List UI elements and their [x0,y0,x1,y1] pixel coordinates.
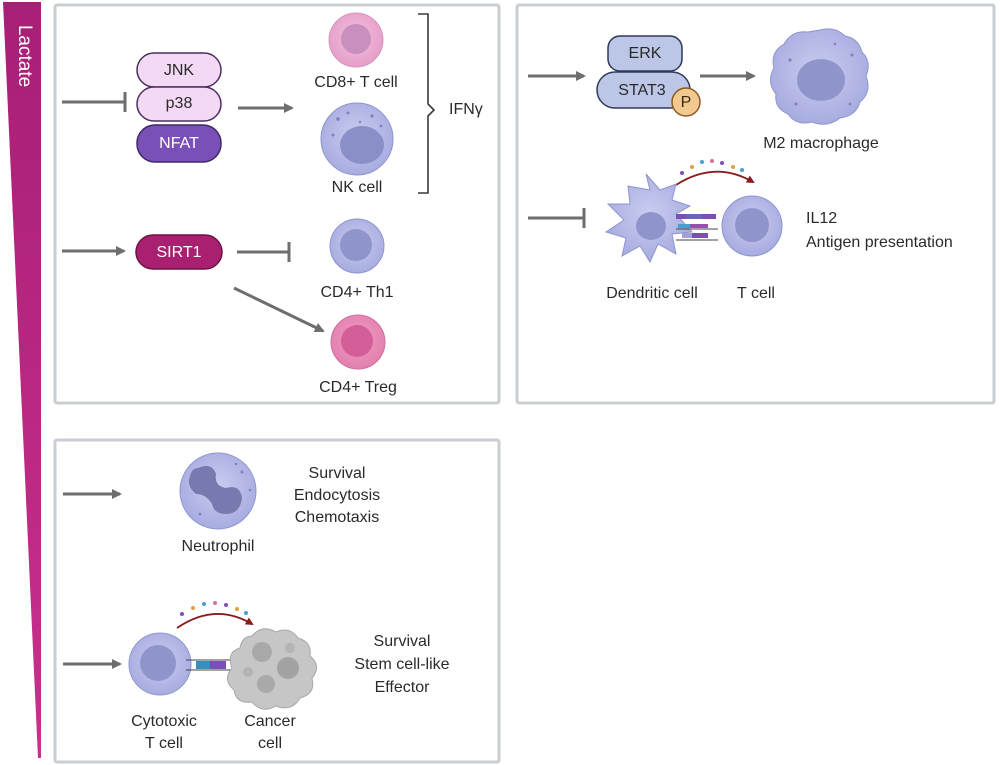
ctl-effect-effector: Effector [375,679,431,696]
cd8-t-cell [328,12,384,68]
treg-label: CD4+ Treg [319,379,397,396]
lactate-gradient-bar: Lactate [3,2,41,758]
immune-synapse-receptors [676,214,718,241]
sirt1-label: SIRT1 [156,244,201,261]
ctl-effect-stem-cell-like: Stem cell-like [354,656,449,673]
phospho-badge [671,87,701,117]
cytotoxic-t-cell [128,632,192,696]
nk-label: NK cell [332,179,383,196]
cd4-th1-cell [329,218,385,274]
panel-top-left [53,3,501,405]
lactate-label: Lactate [14,25,35,87]
neutrophil-label: Neutrophil [182,538,255,555]
p38-pill [136,86,222,122]
cancer-label-line2: cell [258,735,282,752]
erk-stat3-complex: ERK STAT3 P [596,35,701,117]
neutrophil-effect-survival: Survival [309,465,366,482]
m2-macrophage-cell [770,28,869,125]
th1-label: CD4+ Th1 [320,284,393,301]
cytokine-arc-top [675,159,755,186]
neutrophil-effect-endocytosis: Endocytosis [294,487,380,504]
cancer-cell [227,628,317,710]
inhibit-to-dendritic [528,208,586,228]
jnk-label: JNK [164,62,195,79]
cancer-label-line1: Cancer [244,713,296,730]
phospho-label: P [681,94,692,111]
dendritic-cell [604,173,694,264]
cd8-label: CD8+ T cell [314,74,397,91]
erk-pill [607,35,683,72]
neutrophil-effect-chemotaxis: Chemotaxis [295,509,379,526]
ctl-effect-survival: Survival [374,633,431,650]
cd4-treg-cell [330,314,386,370]
erk-label: ERK [629,45,662,62]
p38-label: p38 [166,95,193,112]
nk-cell [320,102,394,176]
cytotoxic-label-line2: T cell [145,735,183,752]
t-cell-top-right [721,195,783,257]
cytotoxic-label-line1: Cytotoxic [131,713,197,730]
inhibit-arrow-complex [62,92,127,112]
m2-label: M2 macrophage [763,135,879,152]
arrow-sirt1-to-treg [233,286,325,333]
ifn-bracket [418,13,436,194]
il12-label: IL12 [806,210,837,227]
inhibit-sirt1-to-th1 [237,242,291,262]
t-cell-label: T cell [737,285,775,302]
antigen-presentation-label: Antigen presentation [806,234,953,251]
nfat-label: NFAT [159,135,199,152]
dendritic-label: Dendritic cell [606,285,698,302]
neutrophil-cell [179,452,257,530]
sirt1-pill: SIRT1 [135,234,223,270]
ifn-label: IFNγ [449,101,483,118]
nfat-pill [136,124,222,163]
cytokine-arc-bottom [176,601,254,629]
stat3-label: STAT3 [618,82,666,99]
jnk-p38-nfat-complex: JNK p38 NFAT [136,52,222,163]
